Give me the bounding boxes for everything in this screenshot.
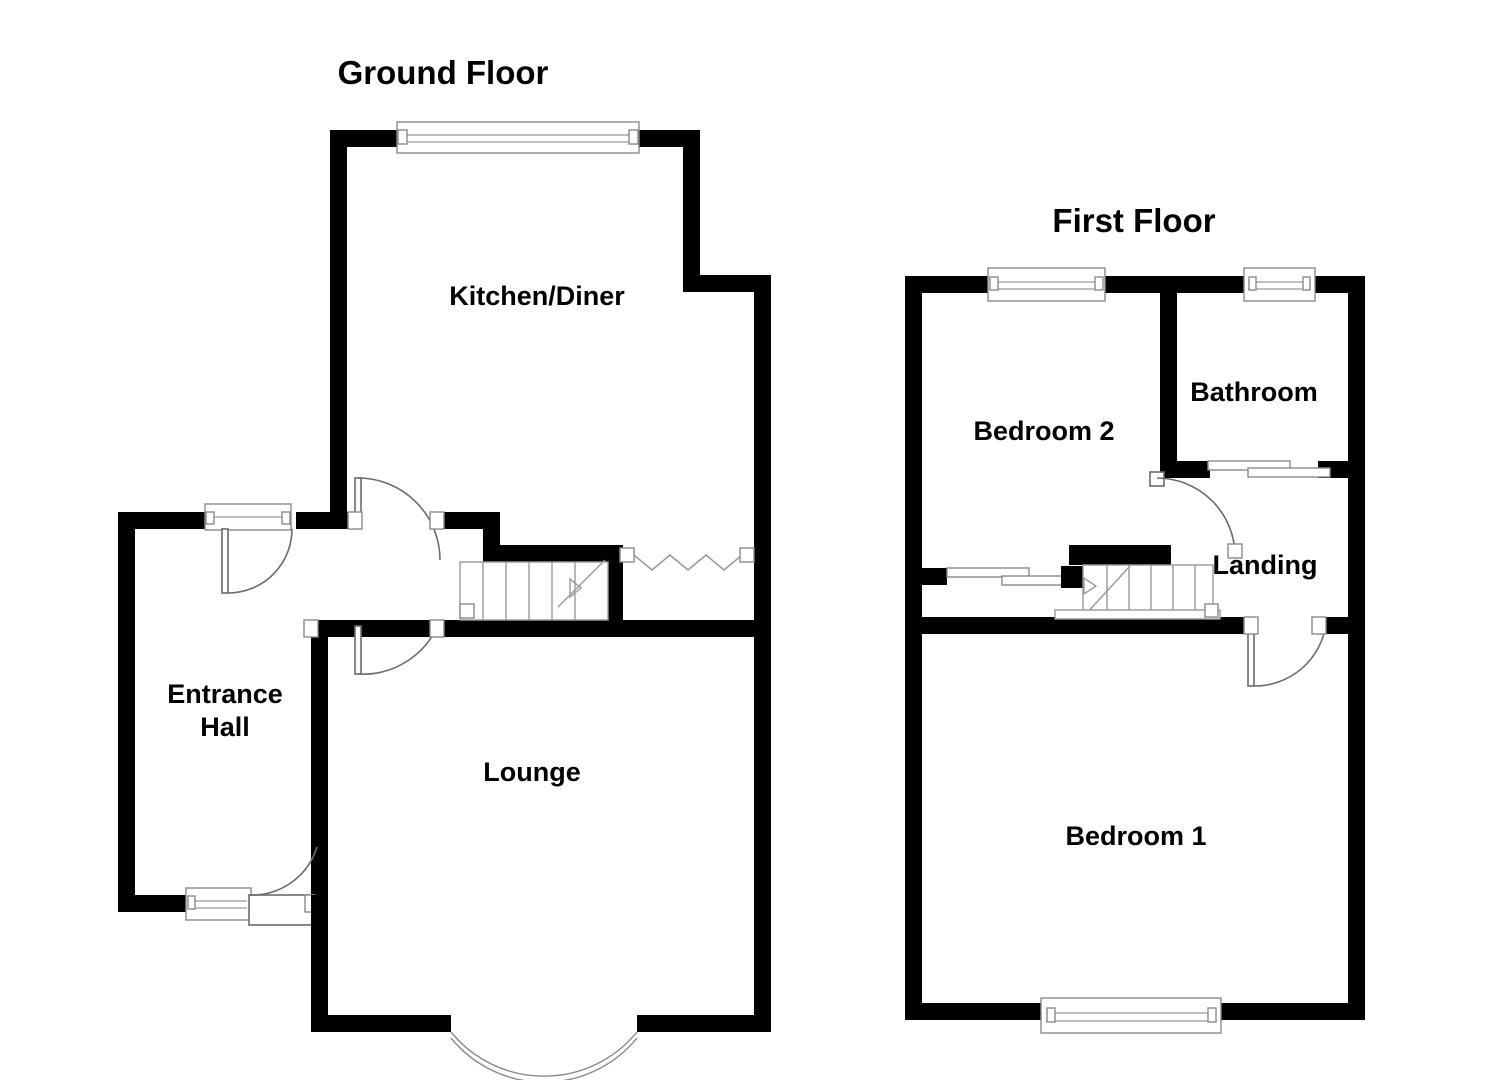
lounge-west-wall (311, 895, 328, 1032)
kitchen-east-step (683, 275, 771, 292)
lounge-bay-window (450, 1031, 638, 1080)
first-floor-title: First Floor (1052, 202, 1215, 239)
kitchen-rear-window (396, 121, 640, 154)
entrance-hall-front-window (185, 887, 252, 921)
lounge-south-wall-left (311, 1015, 451, 1032)
understairs-folding-door[interactable] (619, 547, 755, 571)
kitchen-to-hall-door[interactable] (347, 477, 445, 561)
kitchen-east-wall-upper (683, 130, 700, 290)
house-east-wall (754, 275, 771, 623)
stair-zone-top-wall (483, 545, 623, 562)
first-floor-west-wall (905, 276, 922, 1020)
entrance-hall-side-window (204, 503, 292, 531)
ground-floor-title: Ground Floor (338, 54, 549, 91)
room-label-kitchen-diner: Kitchen/Diner (449, 281, 625, 311)
room-label-bedroom-2: Bedroom 2 (973, 416, 1114, 446)
hall-to-lounge-door[interactable] (303, 619, 445, 675)
first-floor-staircase (1054, 564, 1221, 620)
ground-floor-staircase (459, 559, 609, 621)
bathroom-sliding-door[interactable] (1207, 460, 1331, 478)
lounge-south-wall-right (637, 1015, 771, 1032)
front-door[interactable] (248, 846, 318, 926)
first-floor-south-wall-left (905, 1003, 1045, 1020)
kitchen-west-wall (330, 130, 347, 522)
landing-newel-post (1061, 566, 1083, 588)
first-floor-group: First Floor (905, 202, 1365, 1034)
lounge-north-wall (311, 620, 771, 637)
room-label-lounge: Lounge (483, 757, 580, 787)
hall-lounge-divider-wall (311, 620, 328, 912)
bedroom-1-door[interactable] (1243, 616, 1327, 687)
bedroom-2-door[interactable] (1149, 471, 1243, 559)
room-label-bedroom-1: Bedroom 1 (1065, 821, 1206, 851)
hall-to-kitchen-door[interactable] (221, 528, 293, 594)
bathroom-rear-window (1243, 267, 1316, 302)
room-label-bathroom: Bathroom (1190, 377, 1318, 407)
ground-floor-group: Ground Floor (118, 54, 771, 1080)
landing-bedroom1-divider-wall (905, 617, 1250, 634)
bathroom-south-wall-left (1160, 461, 1210, 478)
stair-zone-right-wall (606, 545, 623, 623)
landing-bedroom1-divider-wall-right (1318, 617, 1365, 634)
stair-zone-left-step (483, 512, 500, 552)
first-floor-south-wall-right (1218, 1003, 1365, 1020)
landing-stair-head-wall (1069, 545, 1171, 565)
bedroom-1-front-window (1040, 997, 1222, 1034)
room-label-entrance-hall-line2: Hall (200, 712, 250, 742)
bedroom2-landing-wall-stub (905, 568, 947, 585)
lounge-east-wall (754, 620, 771, 1032)
room-label-landing: Landing (1213, 550, 1318, 580)
entrance-hall-west-wall (118, 512, 135, 912)
first-floor-east-wall (1348, 276, 1365, 1020)
entrance-hall-south-wall (118, 895, 188, 912)
bedroom2-bathroom-divider-wall (1160, 276, 1177, 476)
bedroom-2-rear-window (987, 267, 1106, 302)
room-label-entrance-hall-line1: Entrance (167, 679, 283, 709)
hall-north-wall-left (296, 512, 348, 529)
